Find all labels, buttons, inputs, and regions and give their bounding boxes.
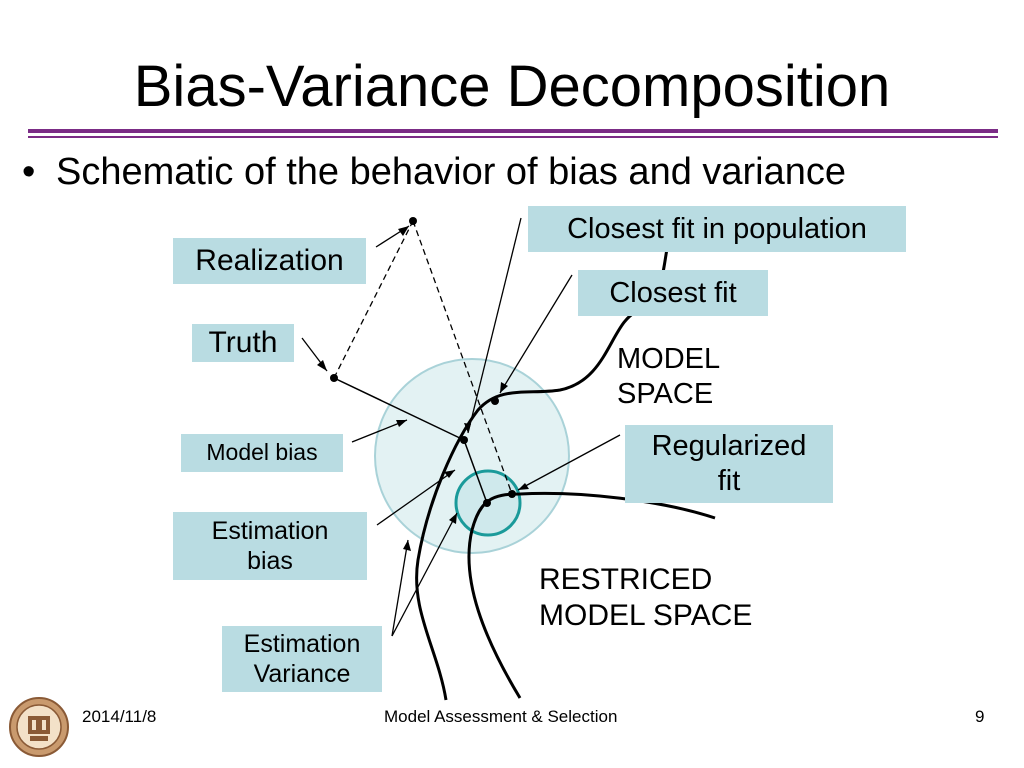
closest-fit-point bbox=[491, 397, 499, 405]
label-closest-fit-population: Closest fit in population bbox=[528, 206, 906, 252]
footer-title: Model Assessment & Selection bbox=[384, 707, 618, 726]
slide-title: Bias-Variance Decomposition bbox=[133, 54, 891, 119]
arrow-heads bbox=[317, 226, 529, 551]
bullet-text: Schematic of the behavior of bias and va… bbox=[56, 151, 847, 193]
label-closest-fit: Closest fit bbox=[578, 270, 768, 316]
label-regularized-fit: Regularized fit bbox=[625, 425, 833, 503]
page-number: 9 bbox=[975, 707, 985, 726]
restricted-fit-point bbox=[483, 499, 491, 507]
regularized-fit-point bbox=[508, 490, 516, 498]
dashed-realization-to-fit bbox=[412, 220, 513, 495]
label-estimation-bias: Estimation bias bbox=[173, 512, 367, 580]
label-truth: Truth bbox=[192, 324, 294, 362]
label-model-bias: Model bias bbox=[181, 434, 343, 472]
footer-date: 2014/11/8 bbox=[82, 707, 157, 726]
bullet-point: • Schematic of the behavior of bias and v… bbox=[22, 148, 846, 196]
realization-point bbox=[409, 217, 417, 225]
closest-fit-population-point bbox=[460, 436, 468, 444]
title-divider-thin bbox=[28, 136, 998, 138]
bullet-dot: • bbox=[22, 151, 36, 193]
label-restricted-model-space: RESTRICED MODEL SPACE bbox=[539, 563, 753, 632]
university-seal-logo bbox=[9, 697, 69, 757]
label-realization: Realization bbox=[173, 238, 366, 284]
label-estimation-variance: Estimation Variance bbox=[222, 626, 382, 692]
title-divider bbox=[28, 129, 998, 133]
estimation-bias-line bbox=[463, 439, 488, 504]
model-bias-line bbox=[333, 377, 465, 441]
truth-point bbox=[330, 374, 338, 382]
label-model-space: MODEL SPACE bbox=[617, 343, 720, 410]
